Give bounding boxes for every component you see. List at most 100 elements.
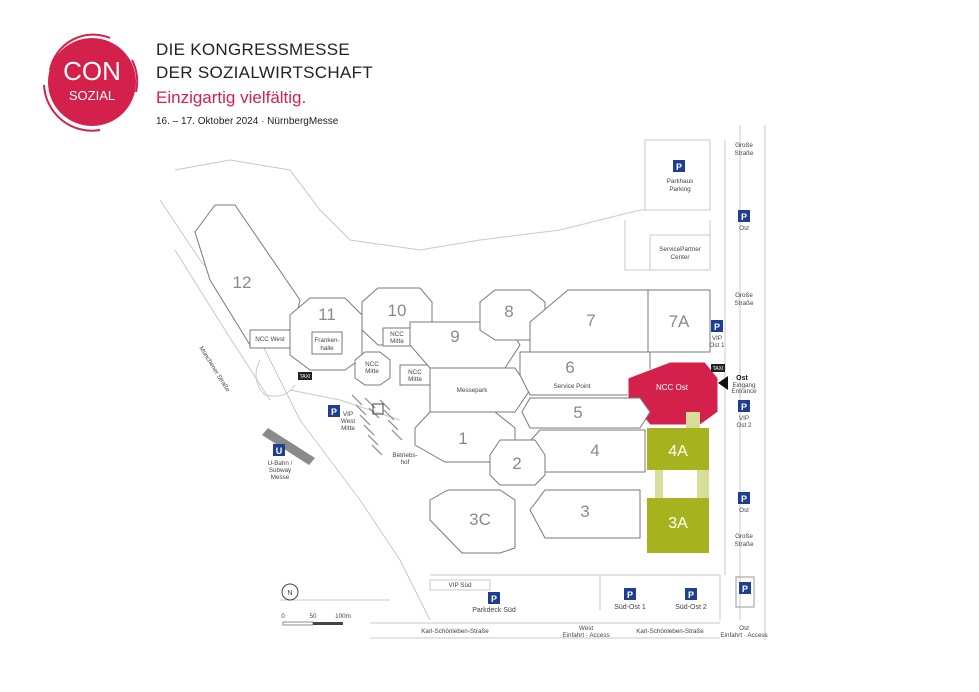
frankenhalle-label-2: halle (320, 345, 334, 352)
hall-2[interactable]: 2 (489, 439, 546, 486)
date-venue: 16. – 17. Oktober 2024 · NürnbergMesse (156, 116, 339, 127)
ncc-mitte-c[interactable]: NCC Mitte (399, 364, 431, 386)
parking-vip-west-mitte[interactable]: P VIP West Mitte (328, 405, 355, 432)
parking-vip-ost-2-p-icon: P (741, 402, 747, 412)
parking-vip-ost-1[interactable]: P VIP Ost 1 (709, 320, 725, 349)
tagline: Einzigartig vielfältig. (156, 88, 307, 107)
grosse-strasse-3-b: Straße (735, 541, 754, 548)
bus-stop-icon (372, 403, 384, 415)
ost-entry-label-1: Ost (739, 625, 749, 632)
ncc-ost-connector (686, 412, 700, 428)
parkdeck-sued-label: Parkdeck Süd (472, 607, 516, 614)
ncc-mitte-b[interactable]: NCC Mitte (354, 351, 391, 386)
vip-ost-2-label-a: VIP (739, 415, 749, 422)
ost-entry-label-2: Einfahrt · Access (720, 632, 767, 639)
taxi-ost-text: TAXI (713, 366, 724, 372)
hall-9-number: 9 (450, 327, 459, 346)
hall-7a[interactable]: 7A (647, 289, 711, 353)
hall-10-number: 10 (388, 301, 407, 320)
parkhaus-label-1: Parkhaus (667, 178, 694, 185)
title-line-1: DIE KONGRESSMESSE (156, 40, 351, 59)
entrance-eingang-label: Eingang (732, 382, 756, 389)
hall-4a[interactable]: 4A (647, 428, 709, 470)
servicepartner-center[interactable]: ServicePartner Center (659, 246, 701, 261)
west-entry-label-1: West (579, 625, 593, 632)
vip-west-label-2: West (341, 418, 355, 425)
logo-sozial-text: SOZIAL (69, 88, 115, 103)
header: CON SOZIAL DIE KONGRESSMESSE DER SOZIALW… (0, 0, 979, 132)
ncc-west-label: NCC West (255, 336, 285, 343)
hall-6-number: 6 (565, 358, 574, 377)
hall-3c[interactable]: 3C (429, 489, 516, 554)
grosse-strasse-1-b: Straße (735, 150, 754, 157)
parking-sued-ost-2[interactable]: P Süd-Ost 2 (675, 588, 707, 611)
compass: N (281, 583, 299, 601)
entrance-ost[interactable]: Ost Eingang Entrance (718, 375, 757, 395)
taxi-ost: TAXI (711, 364, 725, 372)
consozial-logo: CON SOZIAL (43, 33, 139, 132)
hall-3c-number: 3C (469, 510, 491, 529)
parking-ost-mid[interactable]: P Ost (738, 492, 750, 514)
taxi-west: TAXI (298, 372, 312, 380)
entrance-ost-label: Ost (736, 375, 748, 382)
ncc-west[interactable]: NCC West (249, 329, 291, 349)
ncc-mitte-a[interactable]: NCC Mitte (382, 327, 412, 347)
vip-sued-label: VIP Süd (449, 582, 472, 589)
hall-connector-right (697, 470, 709, 498)
vip-west-label-1: VIP (343, 411, 353, 418)
hall-7[interactable]: 7 (529, 289, 649, 353)
hall-8-number: 8 (504, 302, 513, 321)
parking-sued-ost-1[interactable]: P Süd-Ost 1 (614, 588, 646, 611)
hall-2-number: 2 (512, 454, 521, 473)
sued-ost-2-label: Süd-Ost 2 (675, 604, 707, 611)
hall-12[interactable]: 12 (194, 204, 301, 346)
betriebshof-label-1: Betriebs- (392, 452, 417, 459)
compass-north-text: N (287, 590, 292, 597)
parking-vip-ost-2[interactable]: P VIP Ost 2 (736, 400, 752, 429)
hall-5-number: 5 (573, 403, 582, 422)
hall-connector-left (655, 470, 663, 498)
west-entry-label-2: Einfahrt · Access (562, 632, 609, 639)
parkhaus-label-2: Parking (669, 186, 691, 193)
hall-6[interactable]: 6 Service Point (519, 351, 651, 396)
service-point-label: Service Point (553, 383, 590, 390)
parking-ost-mid-p-icon: P (741, 494, 747, 504)
scale-label-0: 0 (281, 613, 285, 620)
servicepartner-label-1: ServicePartner (659, 246, 701, 253)
parkhaus[interactable]: P Parkhaus Parking (667, 160, 694, 193)
parking-ost-bottom-p-icon: P (742, 584, 748, 594)
vip-west-p-icon: P (331, 407, 337, 417)
servicepartner-label-2: Center (671, 254, 690, 261)
taxi-west-text: TAXI (300, 374, 311, 380)
ncc-mitte-a-label-2: Mitte (390, 338, 404, 345)
hall-3-number: 3 (580, 502, 589, 521)
logo-con-text: CON (63, 56, 121, 86)
parking-parkdeck-sued[interactable]: P Parkdeck Süd (472, 592, 516, 614)
ubahn-label-2: Subway (269, 467, 292, 474)
ubahn-station[interactable]: U U-Bahn / Subway Messe (262, 428, 315, 481)
hall-11[interactable]: 11 Franken- halle (289, 297, 363, 371)
parking-ost-top[interactable]: P Ost (738, 210, 750, 232)
grosse-strasse-3-a: Große (735, 533, 753, 540)
ncc-mitte-c-label-1: NCC (408, 369, 422, 376)
frankenhalle-label-1: Franken- (314, 337, 339, 344)
messepark[interactable]: Messepark (429, 367, 531, 413)
muenchener-strasse-label: Münchener Straße (197, 345, 231, 393)
hall-3[interactable]: 3 (529, 489, 641, 539)
hall-7-number: 7 (586, 311, 595, 330)
hall-3a[interactable]: 3A (647, 498, 709, 553)
hall-5[interactable]: 5 (521, 397, 651, 429)
scale-label-50: 50 (309, 613, 317, 620)
ubahn-label-3: Messe (271, 474, 290, 481)
parking-ost-mid-label: Ost (739, 507, 749, 514)
hall-3a-number: 3A (668, 515, 688, 532)
parking-ost-top-p-icon: P (741, 212, 747, 222)
parking-ost-bottom[interactable]: P (735, 576, 755, 608)
title-line-2: DER SOZIALWIRTSCHAFT (156, 63, 373, 82)
hall-7a-number: 7A (669, 312, 690, 331)
road-outlines (159, 125, 766, 640)
sued-ost-1-label: Süd-Ost 1 (614, 604, 646, 611)
hall-12-number: 12 (233, 273, 252, 292)
vip-ost-2-label-b: Ost 2 (736, 422, 752, 429)
ubahn-u-icon: U (276, 446, 283, 456)
